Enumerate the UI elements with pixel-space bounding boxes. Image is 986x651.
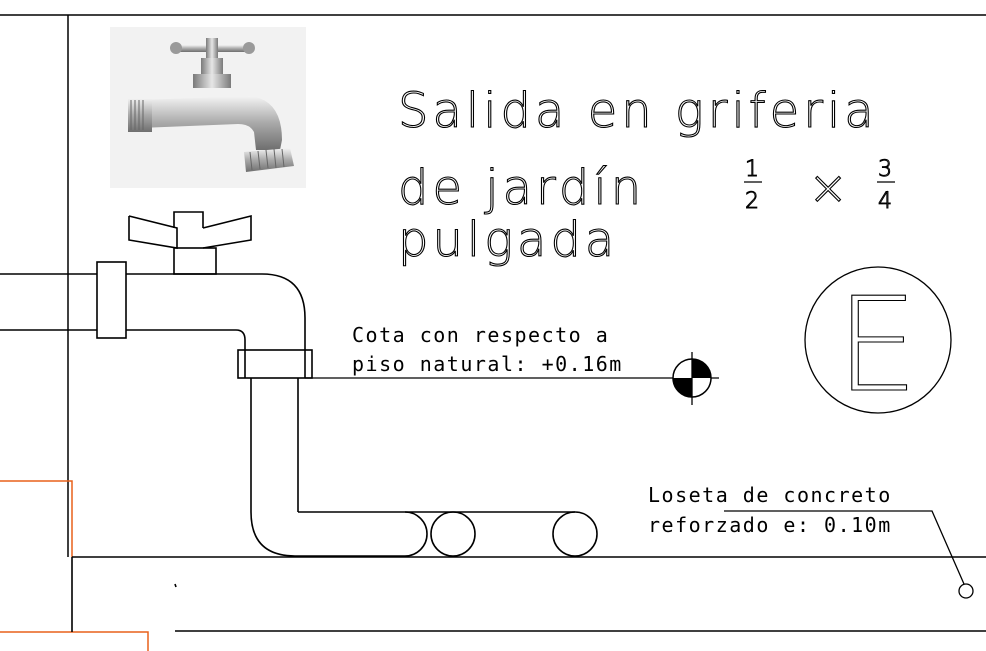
drawing-frame: [0, 14, 986, 557]
slab-note-line-2: reforzado e: 0.10m: [648, 513, 892, 537]
elevation-note-line-1: Cota con respecto a: [352, 323, 609, 347]
garden-faucet-photo: [110, 27, 306, 188]
section-marker: E: [804, 266, 952, 422]
times-sign: ×: [808, 160, 848, 216]
faucet-cad-drawing: [0, 211, 598, 557]
title-block: Salida en griferia de jardín 1 2 × 3 4 p…: [397, 82, 895, 269]
elevation-note: Cota con respecto a piso natural: +0.16m: [305, 323, 719, 379]
fraction-a-denominator: 2: [745, 189, 759, 214]
concrete-slab: [71, 556, 986, 632]
section-marker-letter: E: [836, 269, 918, 421]
title-line-3: pulgada: [398, 212, 618, 268]
fraction-one-half: 1 2: [744, 157, 762, 215]
orange-border-lines: [0, 480, 149, 651]
title-line-1: Salida en griferia: [398, 83, 878, 139]
fraction-b-denominator: 4: [878, 189, 892, 214]
elevation-note-line-2: piso natural: +0.16m: [352, 352, 623, 376]
fraction-a-numerator: 1: [745, 157, 759, 182]
fraction-b-numerator: 3: [878, 157, 892, 182]
slab-note-line-1: Loseta de concreto: [648, 483, 892, 507]
benchmark-elevation-icon: [672, 352, 712, 405]
title-line-2: de jardín: [398, 160, 645, 216]
fraction-three-quarters: 3 4: [877, 157, 895, 215]
slab-note: Loseta de concreto reforzado e: 0.10m: [648, 483, 974, 599]
